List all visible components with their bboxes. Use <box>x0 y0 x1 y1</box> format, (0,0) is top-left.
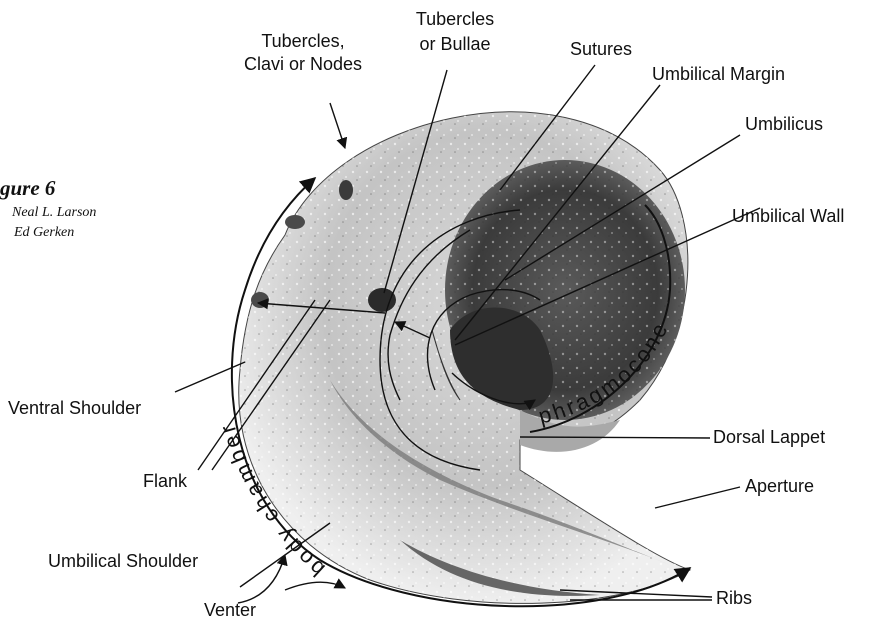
label-sutures: Sutures <box>570 39 632 59</box>
tubercle-node <box>285 215 305 229</box>
label-aperture: Aperture <box>745 476 814 496</box>
label-ribs: Ribs <box>716 588 752 608</box>
label-venter: Venter <box>204 600 256 620</box>
figure-author: Neal L. Larson <box>11 205 96 220</box>
label-tubercles-clavi-nodes: Clavi or Nodes <box>244 54 362 74</box>
figure-title: gure 6 <box>0 176 56 200</box>
label-tubercles-clavi-nodes: Tubercles, <box>261 31 344 51</box>
figure-author: Ed Gerken <box>13 225 74 240</box>
tubercle-bullae <box>368 288 396 312</box>
label-umbilical-margin: Umbilical Margin <box>652 64 785 84</box>
label-tubercles-bullae: Tubercles <box>416 9 494 29</box>
label-umbilicus: Umbilicus <box>745 114 823 134</box>
label-umbilical-wall: Umbilical Wall <box>732 206 844 226</box>
label-ventral-shoulder: Ventral Shoulder <box>8 398 141 418</box>
label-dorsal-lappet: Dorsal Lappet <box>713 427 825 447</box>
label-umbilical-shoulder: Umbilical Shoulder <box>48 551 198 571</box>
label-tubercles-bullae: or Bullae <box>419 34 490 54</box>
tubercle-node <box>251 292 269 308</box>
tubercle-node <box>339 180 353 200</box>
label-flank: Flank <box>143 471 188 491</box>
